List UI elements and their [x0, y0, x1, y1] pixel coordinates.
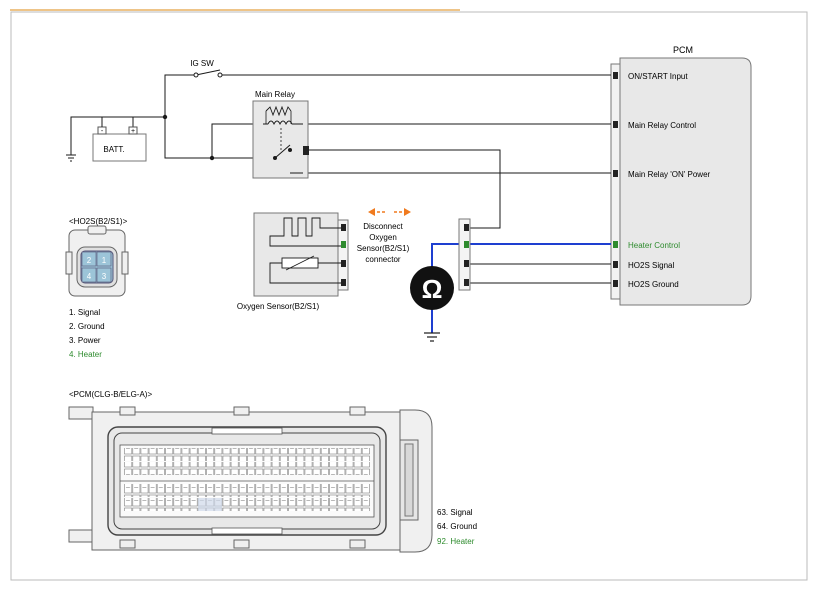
pcm-pin-label: ON/START Input [628, 72, 688, 81]
ho2s-connector-detail: <HO2S(B2/S1)> 2 1 4 3 1. Signal 2. Groun… [65, 217, 129, 359]
junction-dot [209, 155, 215, 161]
ohm-symbol: Ω [422, 274, 443, 304]
battery-plus-terminal [128, 126, 138, 135]
pcm-legend-item: 63. Signal [437, 508, 473, 517]
ho2s-legend-item: 3. Power [69, 336, 101, 345]
pcm-legend-item: 92. Heater [437, 537, 475, 546]
pcm-connector-detail: <PCM(CLG-B/ELG-A)> 63. Signal 64. Ground… [68, 390, 477, 553]
pcm-connector-strip [610, 63, 621, 300]
ig-switch-blade [195, 69, 221, 76]
pcm-pin-ho2s-ground [613, 280, 618, 287]
pcm-legend-item: 64. Ground [437, 522, 477, 531]
pcm-pin-label: HO2S Signal [628, 261, 674, 270]
battery-feed-wire [164, 117, 275, 159]
ho2s-pin-number: 1 [102, 256, 107, 265]
battery-minus-sign: - [101, 128, 104, 135]
ig-feed-wire [164, 74, 196, 117]
pcm-pin-heater-control [613, 241, 618, 248]
ground-symbol [424, 332, 440, 342]
ho2s-legend-item: 2. Ground [69, 322, 105, 331]
disconnect-note-line: Disconnect [363, 222, 403, 231]
ho2s-connector-title: <HO2S(B2/S1)> [69, 217, 128, 226]
battery-ground-symbol [66, 154, 76, 162]
pcm-module: PCM ON/START Input Main Relay Control Ma… [610, 45, 752, 306]
disconnect-note-line: Oxygen [369, 233, 397, 242]
pcm-title: PCM [673, 45, 693, 55]
oxygen-sensor-connector [337, 219, 349, 291]
oxygen-sensor: Oxygen Sensor(B2/S1) [237, 212, 349, 311]
ohmmeter-body [410, 266, 454, 310]
pcm-pin-label: HO2S Ground [628, 280, 679, 289]
switch-contact [217, 72, 223, 78]
pcm-box [619, 57, 752, 306]
pcm-pin-main-relay-control [613, 121, 618, 128]
oxygen-sensor-label: Oxygen Sensor(B2/S1) [237, 302, 320, 311]
ho2s-pin-number: 4 [87, 272, 92, 281]
disconnect-note-line: connector [365, 255, 400, 264]
relay-resistor [265, 105, 292, 117]
heater-element [269, 217, 341, 247]
battery-box [92, 133, 147, 162]
pcm-pin-label: Main Relay 'ON' Power [628, 170, 711, 179]
pcm-pin-label: Heater Control [628, 241, 680, 250]
pcm-pin-main-relay-power [613, 170, 618, 177]
main-relay-label: Main Relay [255, 90, 295, 99]
battery-label: BATT. [103, 145, 124, 154]
ig-switch-label: IG SW [190, 59, 214, 68]
harness-connector [458, 218, 471, 291]
pcm-pin-label: Main Relay Control [628, 121, 696, 130]
ho2s-legend-item: 4. Heater [69, 350, 102, 359]
ho2s-pin-number: 3 [102, 272, 107, 281]
battery-ground-wire [70, 116, 165, 155]
ho2s-pin-number: 2 [87, 256, 92, 265]
pcm-pin-on-start [613, 72, 618, 79]
disconnect-arrows [368, 208, 411, 216]
disconnect-note-line: Sensor(B2/S1) [357, 244, 410, 253]
relay-coil [263, 120, 303, 126]
relay-coil-feed-wire [211, 123, 263, 158]
relay-pin [303, 146, 309, 155]
page-frame [10, 11, 808, 581]
pcm-pin-grid [124, 448, 370, 511]
main-relay-box [252, 100, 309, 179]
pcm-connector-title: <PCM(CLG-B/ELG-A)> [69, 390, 152, 399]
wires [70, 69, 611, 284]
sensor-power-wire [303, 149, 501, 229]
switch-contact [193, 72, 199, 78]
battery-plus-sign: + [131, 128, 135, 135]
ho2s-legend-item: 1. Signal [69, 308, 100, 317]
oxygen-sensor-box [253, 212, 339, 297]
main-relay: Main Relay [252, 90, 309, 179]
relay-contact-arm [274, 144, 291, 159]
pcm-pin-ho2s-signal [613, 261, 618, 268]
junction-dot [162, 114, 168, 120]
battery: - + BATT. [92, 126, 147, 162]
ho2s-connector-latch [87, 225, 107, 235]
ohmmeter: Ω [410, 266, 454, 310]
